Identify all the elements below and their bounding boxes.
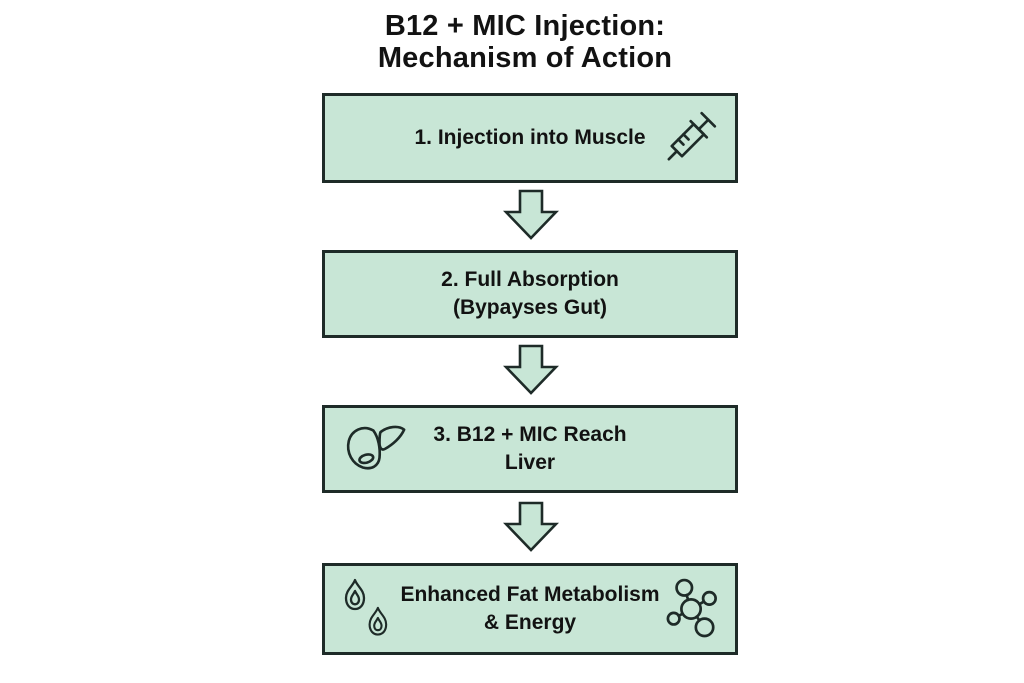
step-2-absorption-box: 2. Full Absorption (Bypayses Gut) xyxy=(322,250,738,338)
down-arrow-icon xyxy=(503,344,559,395)
page-title: B12 + MIC Injection: Mechanism of Action xyxy=(13,10,1024,74)
step-1-injection-box: 1. Injection into Muscle xyxy=(322,93,738,183)
syringe-icon xyxy=(667,111,717,161)
step-2-line-2: (Bypayses Gut) xyxy=(452,296,608,319)
title-line-2: Mechanism of Action xyxy=(377,42,673,74)
step-1-label: 1. Injection into Muscle xyxy=(325,96,735,180)
step-2-label: 2. Full Absorption (Bypayses Gut) xyxy=(325,253,735,335)
step-4-metabolism-box: Enhanced Fat Metabolism & Energy xyxy=(322,563,738,655)
step-4-line-1: Enhanced Fat Metabolism xyxy=(400,583,660,606)
step-4-label: Enhanced Fat Metabolism & Energy xyxy=(325,566,735,652)
flames-icon xyxy=(344,578,388,636)
title-line-1: B12 + MIC Injection: xyxy=(384,10,666,42)
down-arrow-icon xyxy=(503,501,559,552)
step-1-line-1: 1. Injection into Muscle xyxy=(414,126,646,149)
down-arrow-icon xyxy=(503,189,559,240)
step-4-line-2: & Energy xyxy=(483,611,577,634)
step-3-liver-box: 3. B12 + MIC Reach Liver xyxy=(322,405,738,493)
molecule-icon xyxy=(666,578,717,638)
step-2-line-1: 2. Full Absorption xyxy=(441,268,619,291)
step-3-line-2: Liver xyxy=(504,451,556,474)
step-3-label: 3. B12 + MIC Reach Liver xyxy=(325,408,735,490)
step-3-line-1: 3. B12 + MIC Reach xyxy=(433,423,627,446)
liver-icon xyxy=(346,425,406,470)
